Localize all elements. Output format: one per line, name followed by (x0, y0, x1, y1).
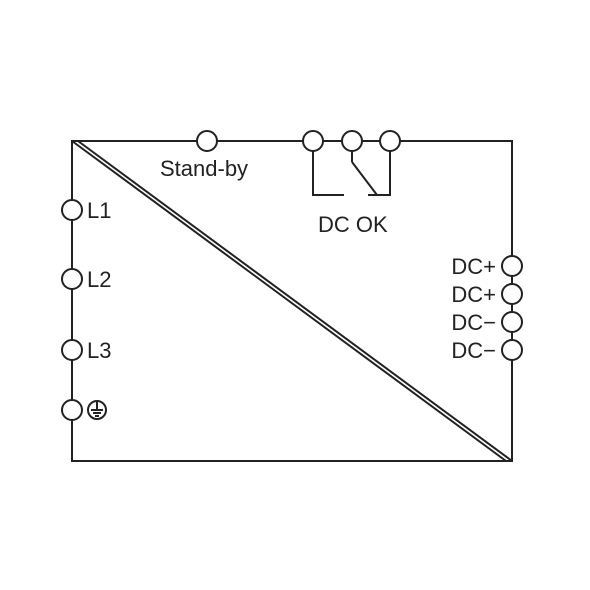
label-dc-plus-2: DC+ (451, 282, 496, 307)
terminal-l2 (61, 268, 83, 290)
terminal-dc-ok-2 (341, 130, 363, 152)
terminal-l3 (61, 339, 83, 361)
label-standby: Stand-by (160, 156, 248, 181)
label-dc-minus-1: DC− (451, 310, 496, 335)
label-dc-minus-2: DC− (451, 338, 496, 363)
terminal-dc-plus-1 (501, 255, 523, 277)
terminal-dc-ok-1 (302, 130, 324, 152)
terminal-dc-plus-2 (501, 283, 523, 305)
terminal-l1 (61, 199, 83, 221)
label-l1: L1 (87, 198, 111, 223)
label-dc-plus-1: DC+ (451, 254, 496, 279)
terminal-dc-ok-3 (379, 130, 401, 152)
label-dc-ok: DC OK (318, 212, 388, 237)
label-l3: L3 (87, 338, 111, 363)
terminal-standby (196, 130, 218, 152)
protective-earth-icon (87, 400, 107, 420)
dc-ok-relay-contact (312, 141, 391, 196)
terminal-dc-minus-2 (501, 339, 523, 361)
terminal-pe (61, 399, 83, 421)
label-l2: L2 (87, 267, 111, 292)
terminal-dc-minus-1 (501, 311, 523, 333)
converter-diagonal-2 (77, 140, 513, 462)
converter-diagonal-1 (71, 140, 507, 462)
